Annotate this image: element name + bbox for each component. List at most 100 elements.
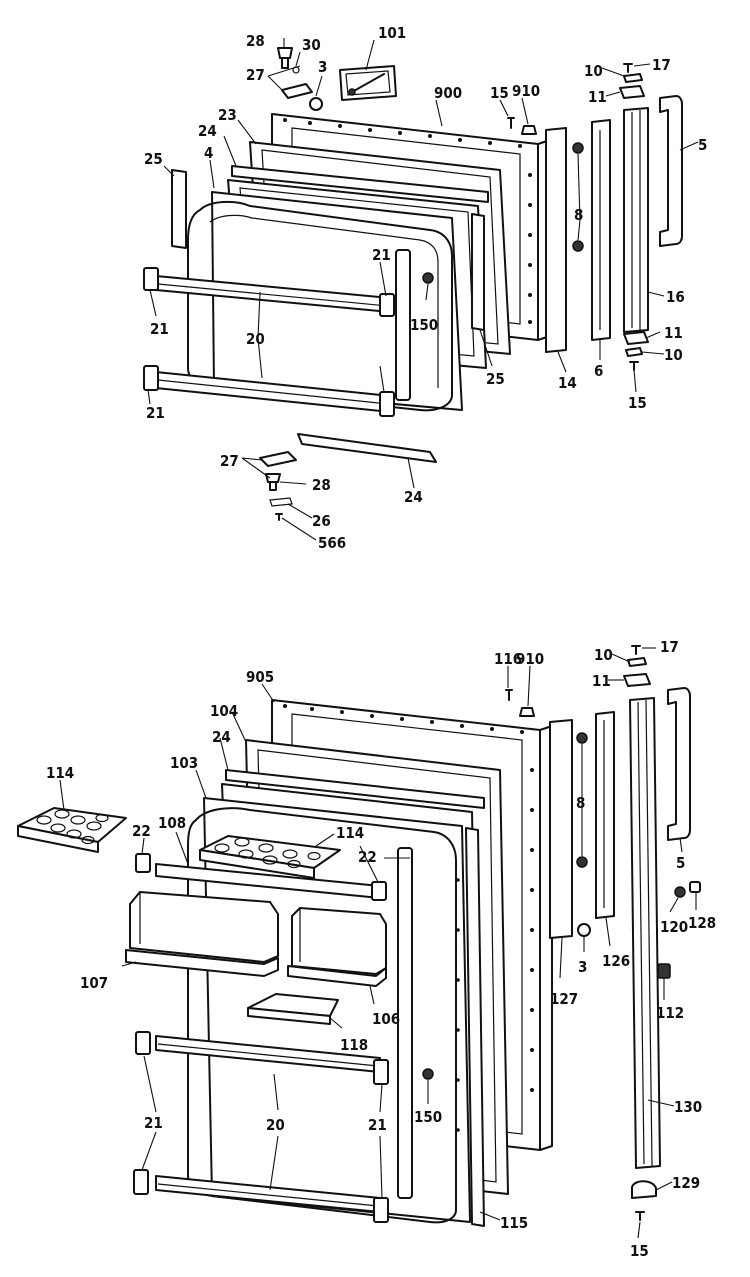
door-handle: [667, 687, 691, 841]
callout-label: 21: [144, 1114, 163, 1132]
breaker-strip-bottom: [297, 433, 437, 463]
callout-label: 128: [688, 914, 716, 932]
callout-label: 566: [318, 534, 346, 552]
callout-label: 24: [404, 488, 423, 506]
shelf-end-cap: [133, 1169, 149, 1195]
callout-label: 4: [204, 144, 213, 162]
nameplate: [339, 65, 397, 101]
callout-label: 23: [218, 106, 237, 124]
callout-label: 114: [336, 824, 364, 842]
egg-tray-loose: [17, 807, 127, 853]
callout-label: 8: [574, 206, 583, 224]
callout-label: 10: [584, 62, 603, 80]
callout-label: 120: [660, 918, 688, 936]
lower-door-assembly: [17, 645, 701, 1227]
callout-label: 28: [312, 476, 331, 494]
leader-lines: [59, 38, 699, 1239]
shelf-end-cap: [373, 1059, 389, 1085]
callout-label: 103: [170, 754, 198, 772]
handle-bar: [629, 697, 661, 1169]
callout-label: 6: [594, 362, 603, 380]
shelf-end-cap: [373, 1197, 389, 1223]
callout-label: 11: [592, 672, 611, 690]
callout-label: 11: [664, 324, 683, 342]
callout-label: 106: [372, 1010, 400, 1028]
callout-label: 14: [558, 374, 577, 392]
shelf-end-cap: [135, 1031, 151, 1055]
callout-label: 108: [158, 814, 186, 832]
trim-cap-top: [623, 73, 643, 83]
callout-label: 116: [494, 650, 522, 668]
callout-label: 25: [144, 150, 163, 168]
callout-label: 26: [312, 512, 331, 530]
screw: [635, 1211, 645, 1221]
side-trim: [465, 827, 485, 1227]
callout-label: 20: [266, 1116, 285, 1134]
screw: [422, 272, 434, 284]
callout-label: 150: [414, 1108, 442, 1126]
callout-label: 22: [358, 848, 377, 866]
callout-label: 5: [676, 854, 685, 872]
screw: [572, 142, 584, 154]
callout-label: 104: [210, 702, 238, 720]
lower-callouts: 116 910 10 17 11 905 104 24 103 114 22 1…: [46, 638, 716, 1260]
callout-label: 115: [500, 1214, 528, 1232]
callout-label: 24: [212, 728, 231, 746]
trim-cap-top: [627, 657, 647, 667]
top-hinge-parts: [277, 47, 323, 111]
door-bin-small: [287, 907, 387, 987]
screw: [422, 1068, 434, 1080]
callout-label: 126: [602, 952, 630, 970]
callout-label: 27: [220, 452, 239, 470]
callout-label: 910: [512, 82, 540, 100]
door-bin-large: [125, 891, 279, 977]
hinge-channel: [549, 719, 573, 939]
end-cap-top: [623, 673, 651, 687]
hinge-strip: [591, 119, 611, 341]
upper-callouts: 28 30 27 3 101 23 24 4 25 900 15 910 10 …: [144, 24, 707, 552]
screw: [576, 856, 588, 868]
callout-label: 22: [132, 822, 151, 840]
callout-label: 129: [672, 1174, 700, 1192]
callout-label: 5: [698, 136, 707, 154]
callout-label: 910: [516, 650, 544, 668]
callout-label: 118: [340, 1036, 368, 1054]
callout-label: 127: [550, 990, 578, 1008]
egg-tray-mounted: [199, 835, 341, 879]
callout-label: 114: [46, 764, 74, 782]
callout-label: 27: [246, 66, 265, 84]
callout-label: 28: [246, 32, 265, 50]
callout-label: 20: [246, 330, 265, 348]
screw: [572, 240, 584, 252]
callout-label: 24: [198, 122, 217, 140]
trim-cap-bottom: [625, 347, 643, 357]
callout-label: 905: [246, 668, 274, 686]
callout-label: 25: [486, 370, 505, 388]
callout-label: 15: [628, 394, 647, 412]
callout-label: 15: [630, 1242, 649, 1260]
end-cap-bottom: [623, 331, 649, 345]
screw: [629, 361, 639, 371]
callout-label: 101: [378, 24, 406, 42]
callout-label: 10: [594, 646, 613, 664]
shelf-end-cap: [371, 881, 387, 901]
screw: [505, 689, 513, 701]
bottom-hinge-parts: [259, 451, 297, 521]
callout-label: 130: [674, 1098, 702, 1116]
screw: [631, 645, 641, 655]
callout-label: 21: [146, 404, 165, 422]
callout-label: 30: [302, 36, 321, 54]
callout-label: 17: [652, 56, 671, 74]
strike-plate: [657, 963, 671, 979]
callout-label: 3: [318, 58, 327, 76]
callout-label: 21: [372, 246, 391, 264]
shelf-end-cap: [379, 293, 395, 317]
callout-label: 21: [368, 1116, 387, 1134]
callout-label: 8: [576, 794, 585, 812]
side-trim-left: [171, 169, 187, 249]
hinge-strip: [595, 711, 615, 919]
callout-label: 15: [490, 84, 509, 102]
plug-cap: [689, 881, 701, 893]
callout-label: 21: [150, 320, 169, 338]
